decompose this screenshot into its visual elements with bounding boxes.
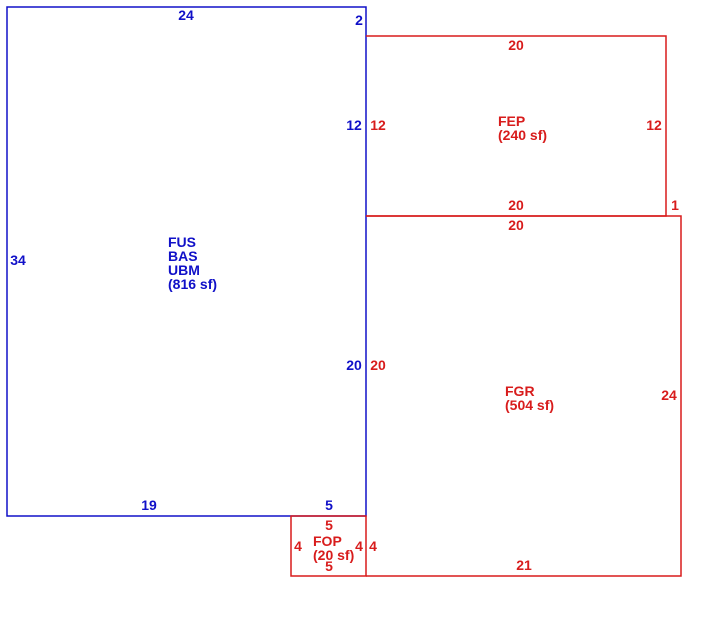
fop-code: FOP (313, 533, 342, 549)
fep-dim-top: 20 (508, 37, 524, 53)
main-dim-top-right: 2 (355, 12, 363, 28)
main-code-2: BAS (168, 248, 198, 264)
fop-dim-right-inner: 4 (355, 538, 363, 554)
fgr-area-sf: (504 sf) (505, 397, 554, 413)
fop-dim-left: 4 (294, 538, 302, 554)
main-dim-right-upper: 12 (346, 117, 362, 133)
fop-outline (290, 515, 367, 577)
fep-dim-left: 12 (370, 117, 386, 133)
fep-dim-bottom: 20 (508, 197, 524, 213)
main-code-3: UBM (168, 262, 200, 278)
fgr-outline (366, 215, 682, 577)
main-dim-right-lower: 20 (346, 357, 362, 373)
fgr-dim-left: 20 (370, 357, 386, 373)
fgr-dim-bottom: 21 (516, 557, 532, 573)
main-dim-bottom-right: 5 (325, 497, 333, 513)
main-dim-bottom-left: 19 (141, 497, 157, 513)
fgr-dim-right: 24 (661, 387, 677, 403)
main-dim-top: 24 (178, 7, 194, 23)
fgr-dim-top: 20 (508, 217, 524, 233)
fep-dim-right: 12 (646, 117, 662, 133)
fep-dim-step: 1 (671, 197, 679, 213)
fep-area-sf: (240 sf) (498, 127, 547, 143)
fgr-code: FGR (505, 383, 535, 399)
fop-dim-right-outer: 4 (369, 538, 377, 554)
fop-area-sf: (20 sf) (313, 547, 354, 563)
fop-dim-bottom: 5 (325, 558, 333, 574)
main-dim-left: 34 (10, 252, 26, 268)
main-code-1: FUS (168, 234, 196, 250)
main-area-sf: (816 sf) (168, 276, 217, 292)
fop-dim-top: 5 (325, 517, 333, 533)
fep-code: FEP (498, 113, 525, 129)
